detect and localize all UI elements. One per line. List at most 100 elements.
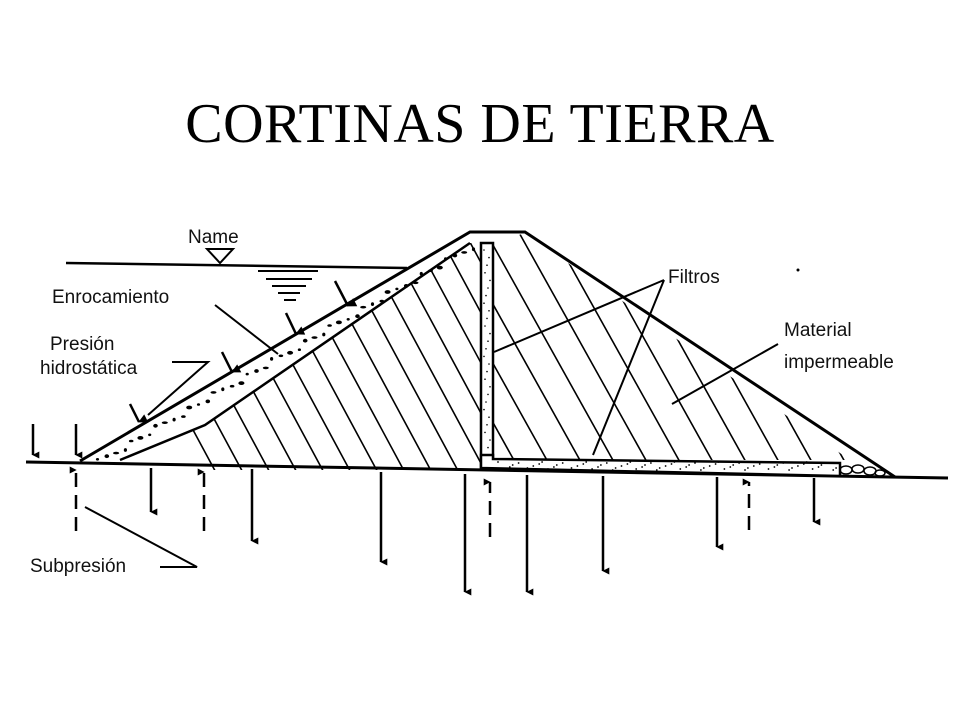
- riprap-stone: [444, 257, 448, 260]
- sand-dot: [758, 463, 761, 465]
- sand-dot: [488, 363, 490, 365]
- hatch-line: [494, 233, 559, 460]
- sand-dot: [538, 463, 541, 465]
- sand-dot: [650, 462, 652, 464]
- sand-dot: [485, 294, 487, 297]
- horizontal-filter: [479, 453, 842, 478]
- sand-dot: [655, 469, 658, 471]
- sand-dot: [483, 249, 485, 251]
- sand-dot: [788, 469, 790, 471]
- sand-dot: [484, 431, 486, 434]
- sand-dot: [553, 466, 555, 468]
- hatch-line: [775, 233, 850, 460]
- riprap-stone: [322, 332, 326, 337]
- riprap-stone: [355, 314, 360, 319]
- riprap-stone: [221, 387, 225, 392]
- riprap-stone: [327, 324, 332, 327]
- sand-dot: [567, 469, 570, 471]
- sand-dot: [817, 466, 820, 468]
- sand-dot: [497, 461, 499, 463]
- sand-dot: [782, 462, 785, 464]
- water-level-triangle: [204, 248, 236, 265]
- hatch-line: [539, 220, 679, 480]
- riprap-stone: [95, 458, 100, 461]
- sand-dot: [485, 348, 487, 350]
- sand-dot: [673, 461, 676, 463]
- riprap-stone: [452, 253, 458, 258]
- leader-presion: [147, 361, 211, 416]
- hatch-line: [494, 233, 526, 460]
- sand-dot: [635, 468, 638, 470]
- hatch-line: [430, 243, 481, 470]
- sand-dot: [561, 462, 564, 464]
- sand-dot: [488, 256, 490, 259]
- hatch-line: [808, 233, 850, 460]
- sand-dot: [811, 468, 814, 470]
- label-name: Name: [188, 227, 239, 248]
- hatch-line: [349, 243, 481, 470]
- riprap-stone: [297, 348, 301, 352]
- riprap-stone: [311, 336, 318, 339]
- sand-dot: [832, 469, 835, 471]
- riprap-stone: [419, 271, 423, 276]
- riprap-stone: [428, 269, 433, 273]
- hatch-line: [610, 233, 757, 460]
- sand-dot: [620, 465, 623, 467]
- sand-dot: [541, 461, 543, 463]
- leader-enrocamiento: [214, 304, 279, 355]
- sand-dot: [835, 467, 837, 469]
- label-hidrostatica: hidrostática: [40, 358, 138, 379]
- sand-dot: [708, 465, 711, 467]
- riprap-stone: [270, 357, 274, 361]
- sand-dot: [729, 466, 732, 468]
- label-subpresion: Subpresión: [30, 556, 126, 577]
- sand-dot: [547, 468, 549, 470]
- sand-dot: [483, 408, 485, 411]
- sand-dot: [744, 469, 746, 471]
- hatch-downstream: [494, 220, 960, 480]
- dam-outline: [79, 230, 896, 479]
- sand-dot: [826, 462, 829, 464]
- sand-dot: [664, 465, 667, 467]
- sand-dot: [511, 464, 514, 466]
- sand-dot: [487, 393, 489, 396]
- hatch-line: [322, 243, 464, 470]
- hatch-line: [742, 233, 850, 460]
- sand-dot: [773, 466, 776, 468]
- toe-drain-stones: [839, 464, 886, 477]
- riprap-stone: [238, 381, 245, 385]
- hatch-line: [494, 233, 592, 460]
- riprap-stone: [395, 287, 399, 291]
- sand-dot: [489, 439, 491, 441]
- sand-dot: [523, 469, 526, 471]
- sand-dot: [738, 462, 740, 464]
- hatch-line: [511, 233, 658, 460]
- hatch-line: [214, 243, 356, 470]
- sand-dot: [600, 464, 602, 466]
- sand-dot: [489, 332, 491, 335]
- sand-dot: [688, 464, 690, 466]
- label-filtros: Filtros: [668, 267, 720, 288]
- sand-dot: [483, 302, 485, 305]
- sand-dot: [486, 424, 488, 426]
- sand-dot: [486, 264, 488, 267]
- hatch-line: [875, 220, 960, 480]
- label-presion: Presión: [50, 334, 114, 355]
- riprap-stone: [471, 247, 476, 252]
- sand-dot: [732, 464, 735, 466]
- vertical-filter: [479, 241, 495, 470]
- leader-material: [671, 343, 779, 405]
- riprap-stone: [412, 281, 419, 285]
- sand-dot: [508, 466, 511, 468]
- sand-dot: [767, 468, 770, 470]
- riprap-stone: [229, 384, 235, 388]
- sand-dot: [723, 468, 726, 470]
- hatch-line: [709, 233, 850, 460]
- sand-dot: [488, 310, 490, 312]
- riprap-stone: [186, 405, 193, 410]
- sand-dot: [629, 461, 632, 463]
- sand-dot: [487, 287, 489, 289]
- riprap-stone: [370, 302, 375, 306]
- riprap-stone: [104, 454, 110, 459]
- riprap-stone: [461, 251, 468, 254]
